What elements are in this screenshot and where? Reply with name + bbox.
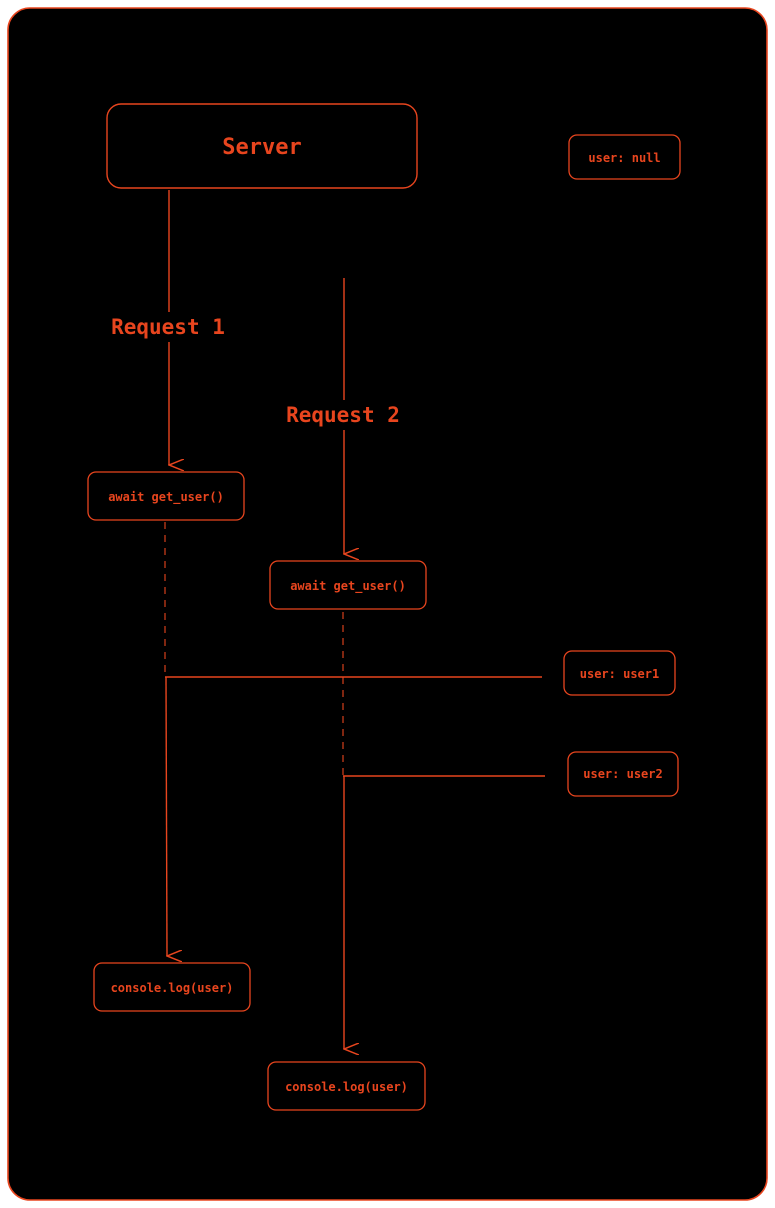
state-null-box (568, 134, 681, 180)
request-2-label: Request 2 (286, 403, 400, 427)
request-2-label-mask (284, 400, 404, 430)
await-2-node: await get_user() (269, 560, 427, 610)
await-1-node: await get_user() (87, 471, 245, 521)
request-1-label: Request 1 (111, 315, 225, 339)
user1-label: user: user1 (580, 667, 659, 681)
log-1-box (93, 962, 251, 1012)
state-null-node: user: null (568, 134, 681, 180)
user1-node: user: user1 (563, 650, 676, 696)
user2-node: user: user2 (567, 751, 679, 797)
log-1-node: console.log(user) (93, 962, 251, 1012)
await-1-box (87, 471, 245, 521)
server-node: Server (106, 103, 418, 189)
log-2-label: console.log(user) (285, 1080, 408, 1094)
await-2-box (269, 560, 427, 610)
user1-box (563, 650, 676, 696)
log-2-box (267, 1061, 426, 1111)
await-1-label: await get_user() (108, 490, 224, 505)
server-box (106, 103, 418, 189)
state-null-label: user: null (588, 151, 660, 165)
user2-box (567, 751, 679, 797)
request-1-continue-arrow (165, 676, 167, 956)
log-2-node: console.log(user) (267, 1061, 426, 1111)
user2-label: user: user2 (583, 767, 662, 781)
log-1-label: console.log(user) (111, 981, 234, 995)
diagram-frame (7, 7, 768, 1201)
await-2-label: await get_user() (290, 579, 406, 594)
server-label: Server (222, 135, 301, 160)
request-1-label-mask (110, 312, 228, 342)
